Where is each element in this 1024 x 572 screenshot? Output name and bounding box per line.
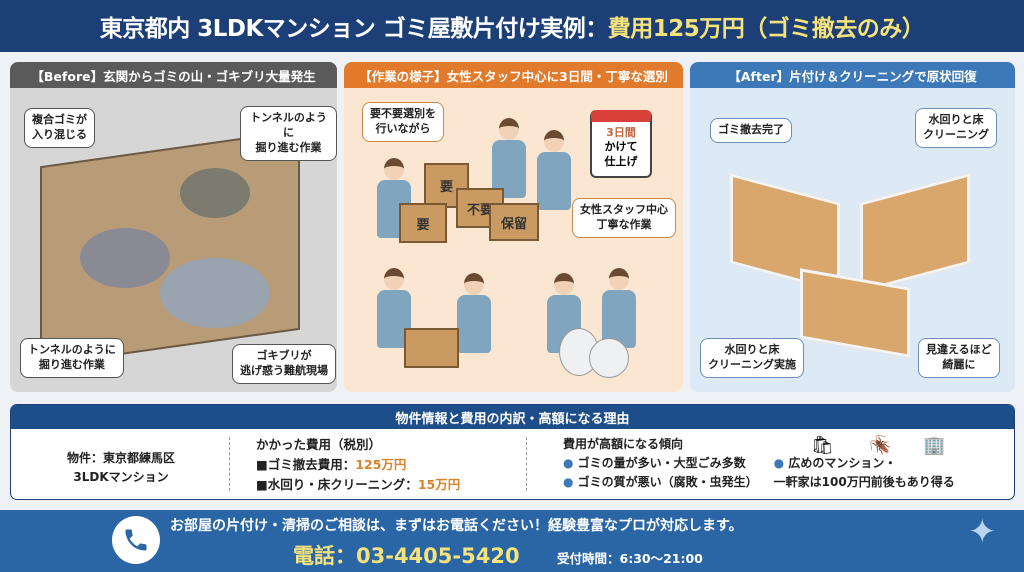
callout: 水回りと床 クリーニング xyxy=(915,108,997,148)
process-header: 【作業の様子】女性スタッフ中心に3日間・丁寧な選別 xyxy=(344,62,683,88)
callout: 女性スタッフ中心 丁寧な作業 xyxy=(572,198,676,238)
callout: 水回りと床 クリーニング実施 xyxy=(700,338,804,378)
divider xyxy=(526,437,527,491)
callout: 見違えるほど 綺麗に xyxy=(918,338,1000,378)
process-panel: 【作業の様子】女性スタッフ中心に3日間・丁寧な選別 要不要選別を 行いながら 3… xyxy=(344,62,683,392)
business-hours: 受付時間：6:30〜21:00 xyxy=(557,551,703,566)
callout: ゴミ撤去完了 xyxy=(710,118,792,143)
trash-bag-icon: 🛍 xyxy=(811,435,834,456)
sparkle-icon: ✦ xyxy=(968,512,997,552)
cluttered-room xyxy=(40,129,300,367)
trash-pile xyxy=(160,258,270,328)
after-panel: 【After】片付け＆クリーニングで原状回復 ゴミ撤去完了 水回りと床 クリーニ… xyxy=(690,62,1015,392)
trash-pile xyxy=(80,228,170,288)
building-icon: 🏢 xyxy=(923,435,946,456)
cardboard-box xyxy=(404,328,459,368)
cost-reasons: 費用が高額になる傾向 ● ゴミの量が多い・大型ごみ多数● ゴミの質が悪い（腐敗・… xyxy=(563,437,955,490)
cockroach-icon: 🪳 xyxy=(869,435,892,456)
calendar-icon: 3日間かけて仕上げ xyxy=(590,110,652,178)
staff-person xyxy=(489,118,529,198)
after-illustration: ゴミ撤去完了 水回りと床 クリーニング 水回りと床 クリーニング実施 見違えるほ… xyxy=(690,88,1015,392)
divider xyxy=(229,437,230,491)
sorting-box: 保留 xyxy=(489,203,539,241)
before-header: 【Before】玄関からゴミの山・ゴキブリ大量発生 xyxy=(10,62,337,88)
after-header: 【After】片付け＆クリーニングで原状回復 xyxy=(690,62,1015,88)
trash-pile xyxy=(180,168,250,218)
staff-person xyxy=(599,268,639,348)
callout: トンネルのように 掘り進む作業 xyxy=(240,106,337,161)
footer-message: お部屋の片付け・清掃のご相談は、まずはお電話ください！経験豊富なプロが対応します… xyxy=(170,518,743,534)
callout: トンネルのように 掘り進む作業 xyxy=(20,338,124,378)
trash-bag xyxy=(589,338,629,378)
callout: 要不要選別を 行いながら xyxy=(362,102,444,142)
staff-person xyxy=(534,130,574,210)
callout: ゴキブリが 逃げ惑う難航現場 xyxy=(232,344,336,384)
phone-number[interactable]: 電話：03-4405-5420 xyxy=(293,544,520,568)
staff-person xyxy=(454,273,494,353)
footer xyxy=(0,510,1024,572)
phone-icon xyxy=(112,516,160,564)
callout: 複合ゴミが 入り混じる xyxy=(24,108,95,148)
page-title: 東京都内 3LDKマンション ゴミ屋敷片付け実例：費用125万円（ゴミ撤去のみ） xyxy=(0,0,1024,52)
clean-floor xyxy=(860,173,970,293)
process-illustration: 要不要選別を 行いながら 3日間かけて仕上げ 要 不要 保留 要 女性スタッフ中… xyxy=(344,88,683,392)
title-cost-highlight: 費用125万円（ゴミ撤去のみ） xyxy=(607,16,925,42)
sorting-box: 要 xyxy=(399,203,447,243)
before-panel: 【Before】玄関からゴミの山・ゴキブリ大量発生 複合ゴミが 入り混じる トン… xyxy=(10,62,337,392)
before-illustration: 複合ゴミが 入り混じる トンネルのように 掘り進む作業 トンネルのように 掘り進… xyxy=(10,88,337,392)
info-header: 物件情報と費用の内訳・高額になる理由 xyxy=(11,405,1014,429)
cost-breakdown: かかった費用（税別） ■ゴミ撤去費用：125万円 ■水回り・床クリーニング：15… xyxy=(256,437,461,492)
